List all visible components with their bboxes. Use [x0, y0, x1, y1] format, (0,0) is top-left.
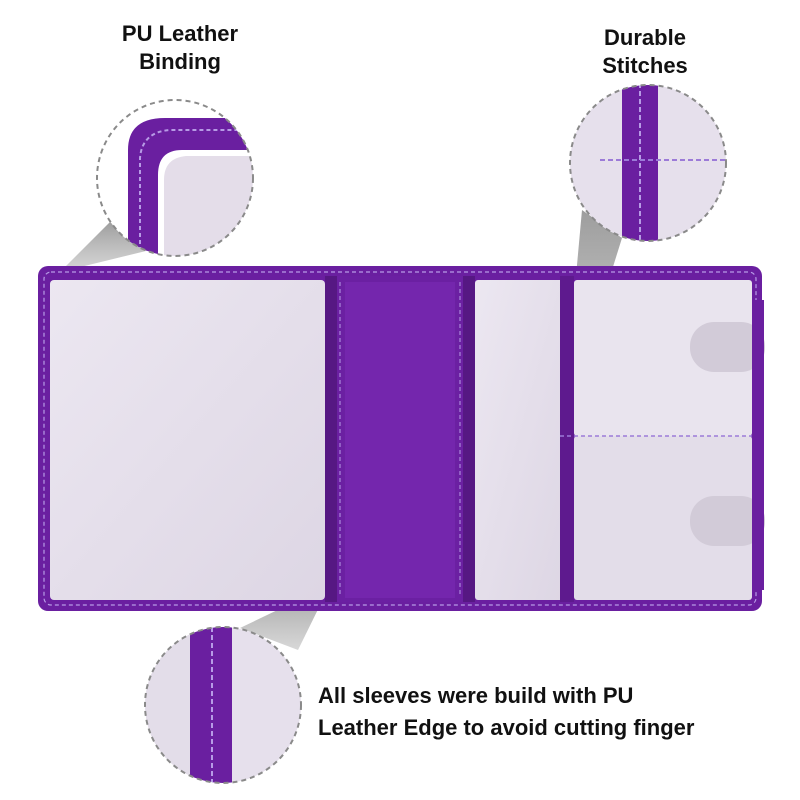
- edge-caption-line1: All sleeves were build with PU: [318, 683, 634, 708]
- edge-zoom-circle: [144, 626, 302, 784]
- stitches-label: Durable Stitches: [550, 24, 740, 80]
- stitches-label-line1: Durable: [604, 25, 686, 50]
- edge-caption-line2: Leather Edge to avoid cutting finger: [318, 715, 695, 740]
- stitches-label-line2: Stitches: [602, 53, 688, 78]
- left-sleeve: [50, 280, 325, 600]
- binding-label: PU Leather Binding: [80, 20, 280, 76]
- binding-label-line2: Binding: [139, 49, 221, 74]
- passport-wallet: [38, 266, 765, 611]
- right-narrow-sleeve: [475, 280, 563, 600]
- card-sleeve-top: [574, 280, 752, 436]
- thumb-cutout-bottom: [690, 496, 765, 546]
- binding-label-line1: PU Leather: [121, 21, 239, 46]
- edge-caption: All sleeves were build with PU Leather E…: [318, 680, 788, 744]
- card-sleeve-bottom: [574, 436, 752, 600]
- binding-zoom-circle: [96, 99, 254, 257]
- thumb-cutout-top: [690, 322, 765, 372]
- stitches-zoom-circle: [569, 84, 727, 242]
